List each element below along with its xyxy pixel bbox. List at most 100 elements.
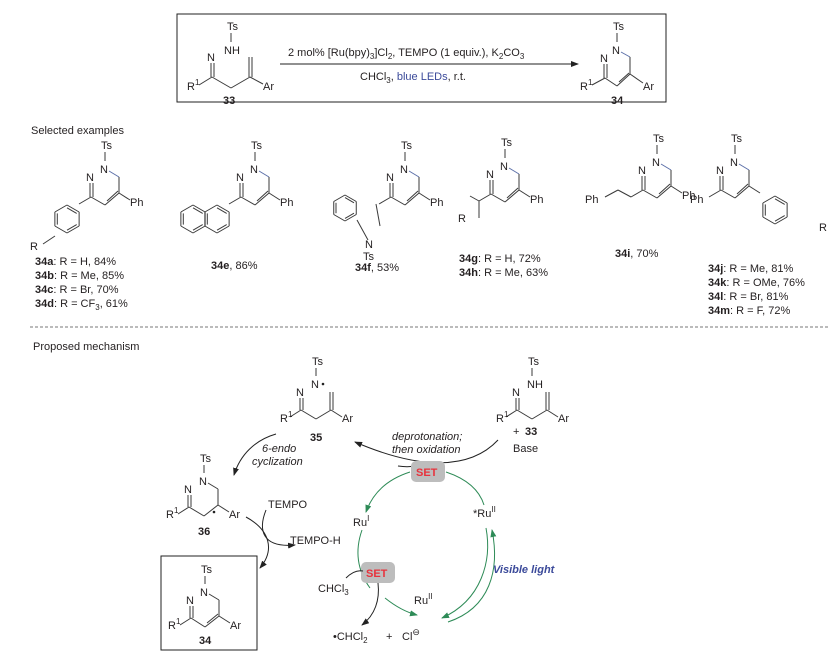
ar-label: Ar (230, 620, 241, 632)
example-label-34l: 34l: R = Br, 81% (708, 291, 789, 303)
n-label: N (486, 169, 494, 181)
substrate-33-structure: Ts NH N R1 Ar + 33 Base (496, 356, 569, 455)
r1-label: R1 (496, 410, 509, 425)
cyclization-label-1: 6-endo (262, 443, 296, 455)
conditions-line1: 2 mol% [Ru(bpy)3]Cl2, TEMPO (1 equiv.), … (288, 47, 525, 61)
examples-labels: 34a: R = H, 84% 34b: R = Me, 85% 34c: R … (35, 248, 805, 317)
example-label-34b: 34b: R = Me, 85% (35, 270, 124, 282)
n-label: N (184, 484, 192, 496)
n-label: N (186, 595, 194, 607)
cyclization-arrow (233, 433, 277, 476)
chcl2-radical-label: •CHCl2 (333, 631, 368, 645)
set-badge-bottom: SET (361, 562, 395, 583)
examples-section-title: Selected examples (31, 125, 124, 137)
r1-label: R1 (280, 410, 293, 425)
chcl3-in-arc (345, 570, 364, 579)
n-label: N (199, 476, 207, 488)
ts-label: Ts (363, 251, 375, 263)
ph-label: Ph (280, 197, 293, 209)
n-label: N (250, 164, 258, 176)
base-label: Base (513, 443, 538, 455)
ar-label: Ar (263, 81, 274, 93)
oxidation-label: then oxidation (392, 444, 461, 456)
ts-label: Ts (401, 140, 413, 152)
ts-label: Ts (201, 564, 213, 576)
product-34-box (160, 555, 258, 651)
ru-ii-label: RuII (414, 592, 433, 607)
ph-label: Ph (682, 190, 695, 202)
product-34-mech-structure: Ts N N R1 Ar 34 (168, 564, 241, 647)
n-label: N (600, 53, 608, 65)
ph-label: Ph (585, 194, 598, 206)
r1-label: R1 (168, 617, 181, 632)
chcl3-label: CHCl3 (318, 583, 349, 597)
intermediate-36-structure: Ts N N R1 Ar 36 (166, 453, 240, 538)
n-label: N (512, 387, 520, 399)
ts-label: Ts (653, 133, 665, 145)
example-label-34m: 34m: R = F, 72% (708, 305, 790, 317)
r1-label: R1 (187, 78, 200, 93)
nh-label: NH (224, 45, 240, 57)
intermediate-35-structure: Ts N N R1 Ar 35 (280, 356, 353, 444)
ts-label: Ts (613, 21, 625, 33)
tempo-label: TEMPO (268, 499, 308, 511)
ts-label: Ts (312, 356, 324, 368)
ts-label: Ts (528, 356, 540, 368)
ts-label: Ts (101, 140, 113, 152)
compound-label-34: 34 (611, 95, 624, 107)
cycle-arc-rustar-to-set (445, 471, 485, 506)
set-badge-top: SET (411, 461, 445, 482)
n-label: N (638, 165, 646, 177)
conditions-line2: CHCl3, blue LEDs, r.t. (360, 71, 466, 85)
ph-label: Ph (430, 197, 443, 209)
example-label-34d: 34d: R = CF3, 61% (35, 298, 128, 312)
ru-ii-excited-label: *RuII (473, 505, 496, 520)
cycle-arrow-set-to-ruii (384, 597, 418, 617)
r-label: R (458, 213, 466, 225)
plus-sign: + (386, 631, 392, 643)
n-label: N (365, 239, 373, 251)
example-label-34g: 34g: R = H, 72% (459, 253, 541, 265)
cyclization-label-2: cyclization (252, 456, 303, 468)
ar-label: Ar (229, 509, 240, 521)
r-label: R (819, 222, 827, 234)
ts-label: Ts (200, 453, 212, 465)
reactant-33-structure: Ts NH N R1 Ar 33 (187, 21, 274, 107)
n-label: N (100, 164, 108, 176)
cycle-arc-rui-to-set (357, 529, 371, 589)
n-label: N (207, 52, 215, 64)
example-label-34j: 34j: R = Me, 81% (708, 263, 794, 275)
r1-label: R1 (166, 506, 179, 521)
nh-label: NH (527, 379, 543, 391)
set-label: SET (416, 467, 438, 479)
n-label: N (296, 387, 304, 399)
compound-label-34: 34 (199, 635, 212, 647)
cycle-arrow-excitation (447, 529, 497, 623)
ph-label: Ph (130, 197, 143, 209)
mechanism-section-title: Proposed mechanism (33, 341, 139, 353)
ts-label: Ts (251, 140, 263, 152)
deprotonation-label: deprotonation; (392, 431, 462, 443)
n-label: N (400, 164, 408, 176)
n-label: N (386, 172, 394, 184)
n-label: N (86, 172, 94, 184)
example-label-34k: 34k: R = OMe, 76% (708, 277, 805, 289)
r1-label: R1 (580, 78, 593, 93)
ar-label: Ar (342, 413, 353, 425)
ts-label: Ts (227, 21, 239, 33)
product-34-structure: Ts N N R1 Ar 34 (580, 21, 654, 107)
compound-label-33: 33 (525, 426, 537, 438)
n-label: N (612, 45, 620, 57)
ph-label: Ph (530, 194, 543, 206)
example-label-34c: 34c: R = Br, 70% (35, 284, 119, 296)
compound-label-35: 35 (310, 432, 322, 444)
r-label: R (30, 241, 38, 253)
tempo-arrow (262, 509, 296, 549)
reaction-box (176, 13, 667, 103)
